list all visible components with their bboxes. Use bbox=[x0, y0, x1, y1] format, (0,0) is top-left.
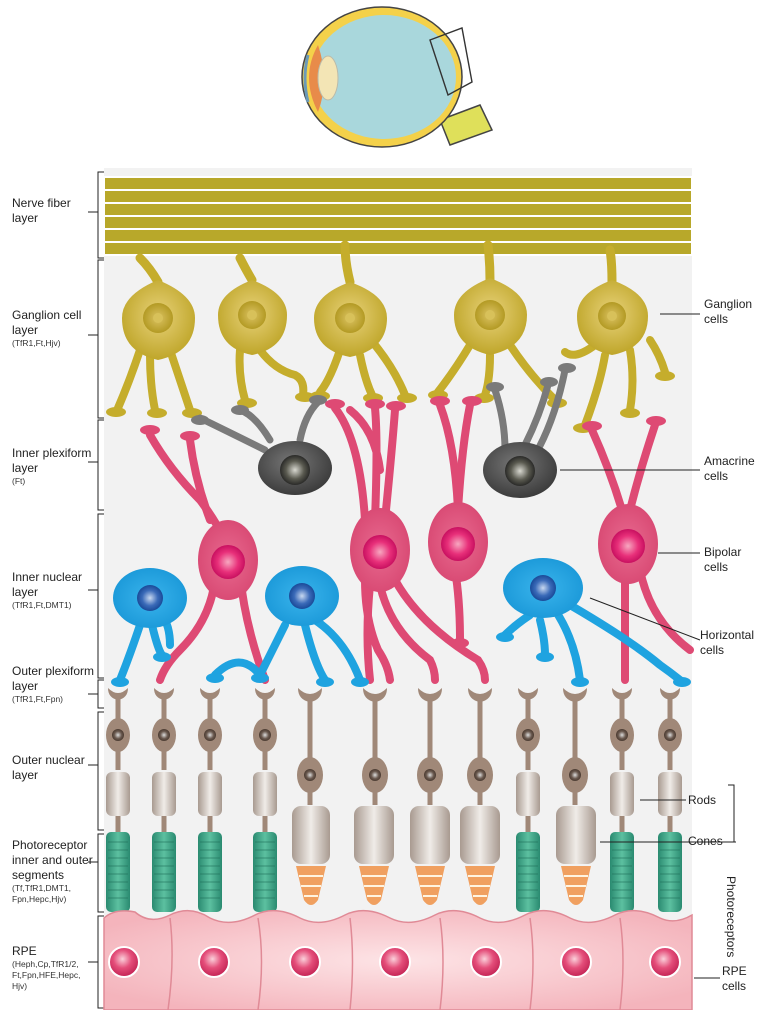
label-line: Amacrine bbox=[704, 454, 755, 468]
label-line: Ganglion bbox=[704, 297, 752, 311]
label-rpe: RPE (Heph,Cp,TfR1/2, Ft,Fpn,HFE,Hepc, Hj… bbox=[12, 944, 81, 992]
label-line: segments bbox=[12, 868, 64, 882]
label-line: Outer nuclear bbox=[12, 753, 85, 767]
label-line: layer bbox=[12, 461, 38, 475]
label-sub: (Tf,TfR1,DMT1, bbox=[12, 883, 93, 894]
label-line: Outer plexiform bbox=[12, 664, 94, 678]
label-line: cells bbox=[700, 643, 724, 657]
label-sub: Ft,Fpn,HFE,Hepc, bbox=[12, 970, 81, 981]
label-sub: Fpn,Hepc,Hjv) bbox=[12, 894, 93, 905]
label-line: layer bbox=[12, 323, 38, 337]
label-rods: Rods bbox=[688, 793, 716, 808]
label-bipolar-cells: Bipolar cells bbox=[704, 545, 741, 575]
label-sub: (TfR1,Ft,DMT1) bbox=[12, 600, 82, 611]
eyeball-icon bbox=[302, 7, 492, 147]
label-line: layer bbox=[12, 211, 38, 225]
label-line: Photoreceptor bbox=[12, 838, 87, 852]
rpe-cells bbox=[104, 911, 692, 1010]
label-line: cells bbox=[704, 312, 728, 326]
label-amacrine-cells: Amacrine cells bbox=[704, 454, 755, 484]
label-inner-plexiform-layer: Inner plexiform layer (Ft) bbox=[12, 446, 91, 487]
label-line: inner and outer bbox=[12, 853, 93, 867]
label-line: Inner nuclear bbox=[12, 570, 82, 584]
label-line: Bipolar bbox=[704, 545, 741, 559]
label-ganglion-cell-layer: Ganglion cell layer (TfR1,Ft,Hjv) bbox=[12, 308, 81, 349]
label-line: layer bbox=[12, 679, 38, 693]
label-outer-plexiform-layer: Outer plexiform layer (TfR1,Ft,Fpn) bbox=[12, 664, 94, 705]
label-line: Ganglion cell bbox=[12, 308, 81, 322]
label-ganglion-cells: Ganglion cells bbox=[704, 297, 752, 327]
label-line: layer bbox=[12, 585, 38, 599]
label-line: cells bbox=[704, 469, 728, 483]
label-outer-nuclear-layer: Outer nuclear layer bbox=[12, 753, 85, 783]
label-photoreceptors: Photoreceptors bbox=[723, 876, 738, 957]
label-horizontal-cells: Horizontal cells bbox=[700, 628, 754, 658]
label-rpe-cells: RPE cells bbox=[722, 964, 747, 994]
label-line: layer bbox=[12, 768, 38, 782]
label-cones: Cones bbox=[688, 834, 723, 849]
label-nerve-fiber-layer: Nerve fiber layer bbox=[12, 196, 71, 226]
label-sub: (Heph,Cp,TfR1/2, bbox=[12, 959, 81, 970]
label-line: Photoreceptors bbox=[724, 876, 738, 957]
label-line: Rods bbox=[688, 793, 716, 807]
label-line: Horizontal bbox=[700, 628, 754, 642]
label-sub: (TfR1,Ft,Hjv) bbox=[12, 338, 81, 349]
label-line: RPE bbox=[12, 944, 37, 958]
label-line: cells bbox=[704, 560, 728, 574]
label-line: RPE bbox=[722, 964, 747, 978]
label-line: Cones bbox=[688, 834, 723, 848]
label-line: cells bbox=[722, 979, 746, 993]
label-line: Inner plexiform bbox=[12, 446, 91, 460]
label-photoreceptor-segments: Photoreceptor inner and outer segments (… bbox=[12, 838, 93, 905]
label-sub: (TfR1,Ft,Fpn) bbox=[12, 694, 94, 705]
label-line: Nerve fiber bbox=[12, 196, 71, 210]
label-sub: (Ft) bbox=[12, 476, 91, 487]
label-inner-nuclear-layer: Inner nuclear layer (TfR1,Ft,DMT1) bbox=[12, 570, 82, 611]
nerve-fiber-bundle bbox=[104, 177, 692, 255]
label-sub: Hjv) bbox=[12, 981, 81, 992]
